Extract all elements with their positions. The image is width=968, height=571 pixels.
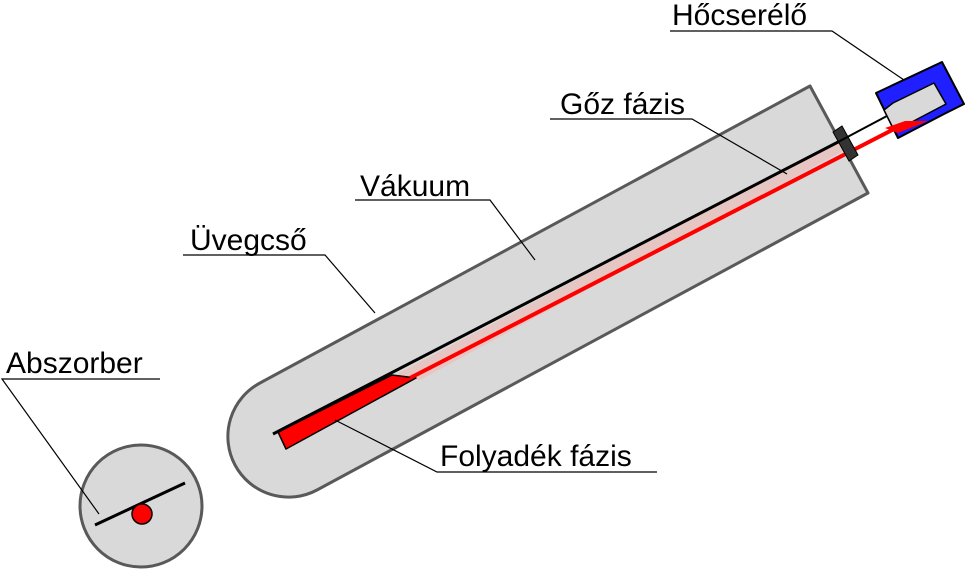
label-vakuum: Vákuum	[360, 170, 470, 203]
leader-goz-fazis	[550, 118, 788, 175]
label-goz-fazis: Gőz fázis	[560, 88, 685, 121]
label-hocserelo: Hőcserélő	[672, 0, 807, 32]
vapor-phase-region	[395, 142, 845, 380]
leader-vakuum	[355, 199, 536, 261]
label-folyadek-fazis: Folyadék fázis	[440, 440, 632, 473]
tube-end-cap	[832, 125, 859, 162]
cross-section-pipe	[131, 503, 153, 525]
absorber-fin	[272, 138, 843, 436]
label-abszorber: Abszorber	[6, 347, 143, 380]
leader-abszorber	[0, 378, 160, 515]
leader-folyadek-fazis	[334, 419, 657, 473]
label-uvegcso: Üvegcső	[190, 224, 307, 257]
condenser-liquid	[885, 121, 928, 133]
leader-uvegcso	[183, 254, 376, 314]
liquid-phase-wedge	[277, 374, 417, 450]
liquid-phase-line	[409, 125, 899, 380]
leader-hocserelo	[670, 30, 905, 81]
